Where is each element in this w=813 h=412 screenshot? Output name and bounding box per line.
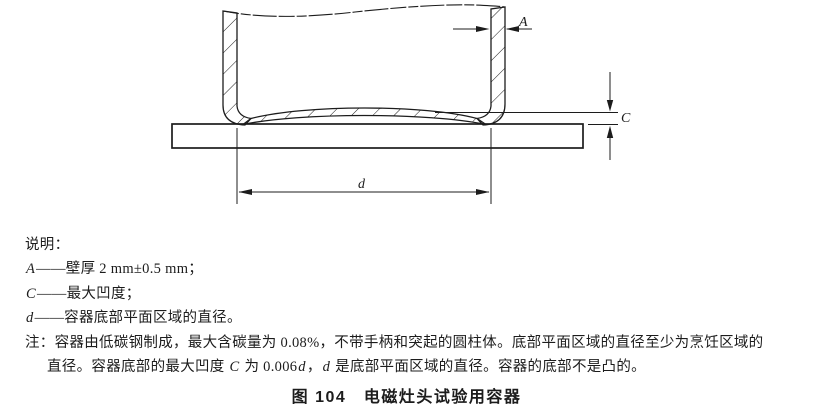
dim-concavity: C — [435, 72, 631, 160]
note-text-2c: ， — [306, 359, 322, 375]
note-line-2: 直径。容器底部的最大凹度 C 为 0.006d，d 是底部平面区域的直径。容器的… — [47, 358, 646, 377]
note-text-2b: 为 0.006 — [240, 359, 298, 375]
note-text-1: 容器由低碳钢制成，最大含碳量为 0.08%，不带手柄和突起的圆柱体。底部平面区域… — [54, 335, 764, 351]
label-C: C — [621, 111, 631, 126]
legend-item-d: d——容器底部平面区域的直径。 — [25, 309, 242, 328]
vessel-diagram: A C d — [171, 4, 631, 204]
vessel-drawing: A C d — [171, 4, 631, 204]
note-text-2a: 直径。容器底部的最大凹度 — [47, 359, 229, 375]
legend-item-A: A——壁厚 2 mm±0.5 mm； — [25, 260, 203, 279]
figure-caption: 图 104 电磁灶头试验用容器 — [291, 389, 522, 406]
legend-symbol-d: d — [26, 310, 34, 326]
top-break-line — [222, 4, 506, 17]
note-symbol-C: C — [229, 359, 240, 375]
legend-title: 说明： — [25, 237, 70, 253]
label-A: A — [518, 15, 528, 30]
note-symbol-d2: d — [322, 359, 331, 375]
vessel-left-wall — [222, 10, 253, 126]
dim-wall-thickness: A — [453, 15, 532, 32]
legend-symbol-A: A — [26, 261, 36, 277]
vessel-right-wall — [475, 6, 506, 126]
label-d: d — [358, 177, 366, 192]
legend-item-C: C——最大凹度； — [25, 285, 141, 304]
legend-desc-C: ——最大凹度； — [36, 286, 141, 302]
note-symbol-d1: d — [298, 359, 306, 375]
note-label: 注： — [25, 335, 55, 351]
vessel-bottom-section — [242, 107, 487, 126]
legend-desc-A: ——壁厚 2 mm±0.5 mm； — [36, 261, 204, 277]
note-text-2d: 是底部平面区域的直径。容器的底部不是凸的。 — [331, 359, 646, 375]
legend-symbol-C: C — [26, 286, 36, 302]
support-plate — [171, 123, 584, 149]
dim-bottom-diameter: d — [236, 128, 492, 204]
note-line-1: 注：容器由低碳钢制成，最大含碳量为 0.08%，不带手柄和突起的圆柱体。底部平面… — [25, 334, 763, 353]
legend-desc-d: ——容器底部平面区域的直径。 — [34, 310, 242, 326]
